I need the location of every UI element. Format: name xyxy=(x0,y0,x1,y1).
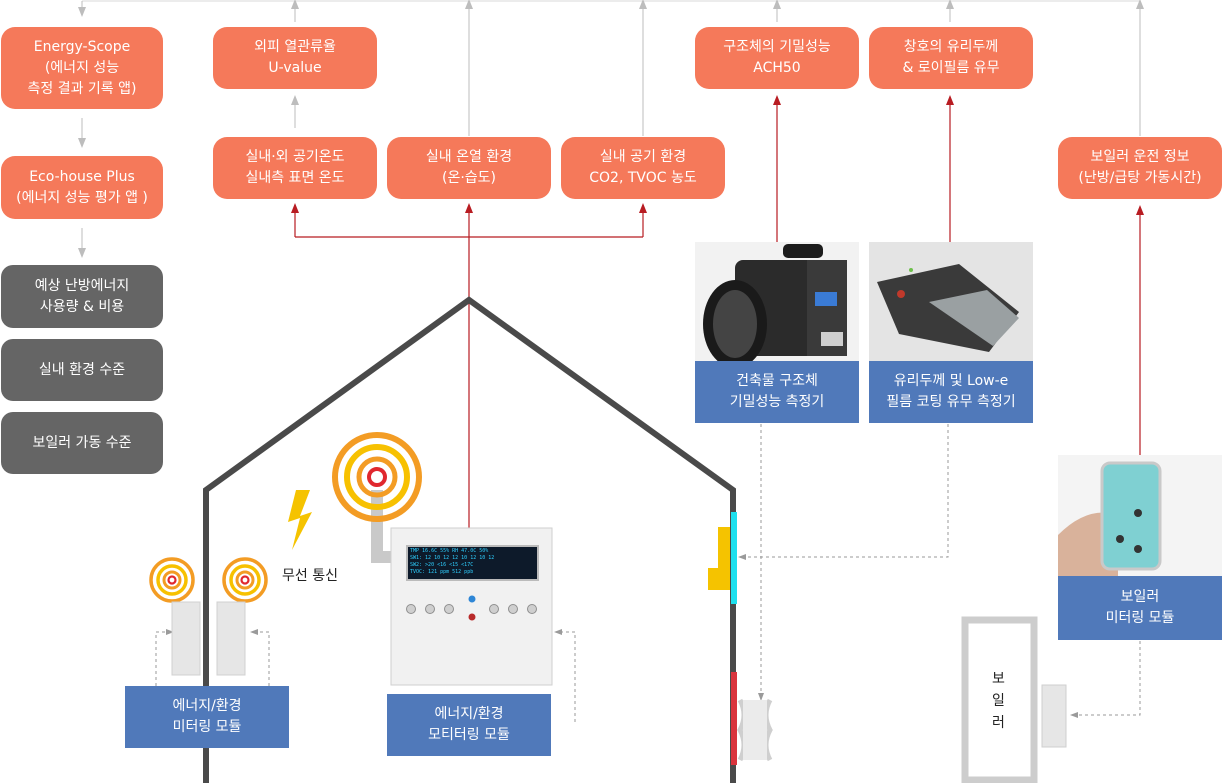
box-line: 모티터링 모듈 xyxy=(428,727,510,743)
box-line: 실내 환경 수준 xyxy=(38,361,126,378)
box-line: 창호의 유리두께 xyxy=(903,39,999,55)
box-line: 실내·외 공기온도 xyxy=(245,149,345,165)
box-line: 유리두께 및 Low-e xyxy=(893,373,1009,389)
box-line: 미터링 모듈 xyxy=(1105,610,1175,626)
box-line: U-value xyxy=(268,60,322,76)
lightning-icon xyxy=(288,490,312,550)
boiler-meter-label: 보일러 미터링 모듈 xyxy=(1058,576,1222,640)
temperature-box: 실내·외 공기온도 실내측 표면 온도 xyxy=(213,137,377,199)
boiler-char: 러 xyxy=(992,715,1005,731)
energy-scope-app-box: Energy-Scope (에너지 성능 측정 결과 기록 앱) xyxy=(1,27,163,109)
signal-icon-small-2 xyxy=(222,557,268,603)
signal-icon-small-1 xyxy=(149,557,195,603)
wireless-label: 무선 통신 xyxy=(282,568,338,584)
box-line: 건축물 구조체 xyxy=(736,373,818,389)
lcd-line: TMP 16.6C 55% RH 47.0C 50% xyxy=(410,548,489,554)
box-line: 실내 공기 환경 xyxy=(599,149,687,165)
dashed-connectors xyxy=(155,424,1141,722)
boiler-level-box: 보일러 가동 수준 xyxy=(1,412,163,474)
window-frame xyxy=(731,512,737,604)
ach50-box: 구조체의 기밀성능 ACH50 xyxy=(695,27,859,89)
gray-arrows xyxy=(78,0,1144,258)
monitoring-module-label: 에너지/환경 모티터링 모듈 xyxy=(387,694,551,756)
boiler-label: 보 일 러 xyxy=(992,668,1005,734)
blower-door-label: 건축물 구조체 기밀성능 측정기 xyxy=(695,361,859,423)
lcd-line: SW2: >20 <16 <15 <17C xyxy=(410,562,474,568)
u-value-box: 외피 열관류율 U-value xyxy=(213,27,377,89)
box-line: 기밀성능 측정기 xyxy=(729,394,825,410)
glass-meter-label: 유리두께 및 Low-e 필름 코팅 유무 측정기 xyxy=(869,361,1033,423)
window-glass-box: 창호의 유리두께 & 로이필름 유무 xyxy=(869,27,1033,89)
box-line: (온·습도) xyxy=(441,170,496,186)
sensor-module-2 xyxy=(216,601,246,676)
energy-metering-module-label: 에너지/환경 미터링 모듈 xyxy=(125,686,289,748)
boiler-meter-photo xyxy=(1058,455,1222,576)
box-line: 필름 코팅 유무 측정기 xyxy=(886,394,1016,410)
lcd-line: TVOC: 121 ppm 512 ppb xyxy=(410,569,474,575)
box-line: 예상 난방에너지 xyxy=(34,277,130,294)
box-line: 미터링 모듈 xyxy=(172,719,242,735)
blower-door-photo xyxy=(695,242,859,361)
box-line: 에너지/환경 xyxy=(172,698,242,714)
thermal-env-box: 실내 온열 환경 (온·습도) xyxy=(387,137,551,199)
boiler-char: 일 xyxy=(992,693,1005,709)
signal-icon-large xyxy=(332,432,422,522)
box-line: & 로이필름 유무 xyxy=(902,60,1000,76)
boiler-char: 보 xyxy=(992,671,1005,687)
box-line: 보일러 가동 수준 xyxy=(32,434,132,451)
box-line: ACH50 xyxy=(753,60,801,76)
box-line: 실내 온열 환경 xyxy=(425,149,513,165)
lcd-line: SW1: 12 10 12 12 10 12 10 12 xyxy=(410,555,495,561)
glass-meter-icon xyxy=(877,264,1019,352)
air-quality-box: 실내 공기 환경 CO2, TVOC 농도 xyxy=(561,137,725,199)
lcd-screen: TMP 16.6C 55% RH 47.0C 50% SW1: 12 10 12… xyxy=(410,548,536,578)
box-line: 외피 열관류율 xyxy=(254,39,336,55)
door-bar xyxy=(731,672,737,765)
eco-house-app-box: Eco-house Plus (에너지 성능 평가 앱 ) xyxy=(1,156,163,219)
box-line: CO2, TVOC 농도 xyxy=(589,170,697,186)
vent-icon xyxy=(737,698,773,762)
box-line: Energy-Scope xyxy=(33,38,131,55)
glass-meter-photo xyxy=(869,242,1033,361)
boiler-meter-device-icon xyxy=(1058,461,1162,576)
boiler-meter-box xyxy=(1041,684,1067,748)
indoor-env-level-box: 실내 환경 수준 xyxy=(1,339,163,401)
box-line: 측정 결과 기록 앱) xyxy=(27,80,137,97)
sensor-module-1 xyxy=(171,601,201,676)
monitor-device xyxy=(390,527,553,686)
antenna-tube xyxy=(371,490,394,563)
blower-door-icon xyxy=(703,244,847,361)
heating-energy-box: 예상 난방에너지 사용량 & 비용 xyxy=(1,265,163,328)
box-line: 보일러 xyxy=(1120,589,1160,605)
box-line: (에너지 성능 xyxy=(44,59,120,76)
box-line: 구조체의 기밀성능 xyxy=(723,39,831,55)
red-connectors xyxy=(291,95,1144,528)
box-line: Eco-house Plus xyxy=(29,168,135,185)
box-line: 사용량 & 비용 xyxy=(39,298,125,315)
box-line: (에너지 성능 평가 앱 ) xyxy=(16,189,148,206)
boiler-info-box: 보일러 운전 정보 (난방/급탕 가동시간) xyxy=(1058,137,1222,199)
box-line: (난방/급탕 가동시간) xyxy=(1078,170,1202,186)
boiler-unit xyxy=(961,616,1038,783)
box-line: 보일러 운전 정보 xyxy=(1090,149,1190,165)
box-line: 실내측 표면 온도 xyxy=(245,170,345,186)
box-line: 에너지/환경 xyxy=(434,706,504,722)
